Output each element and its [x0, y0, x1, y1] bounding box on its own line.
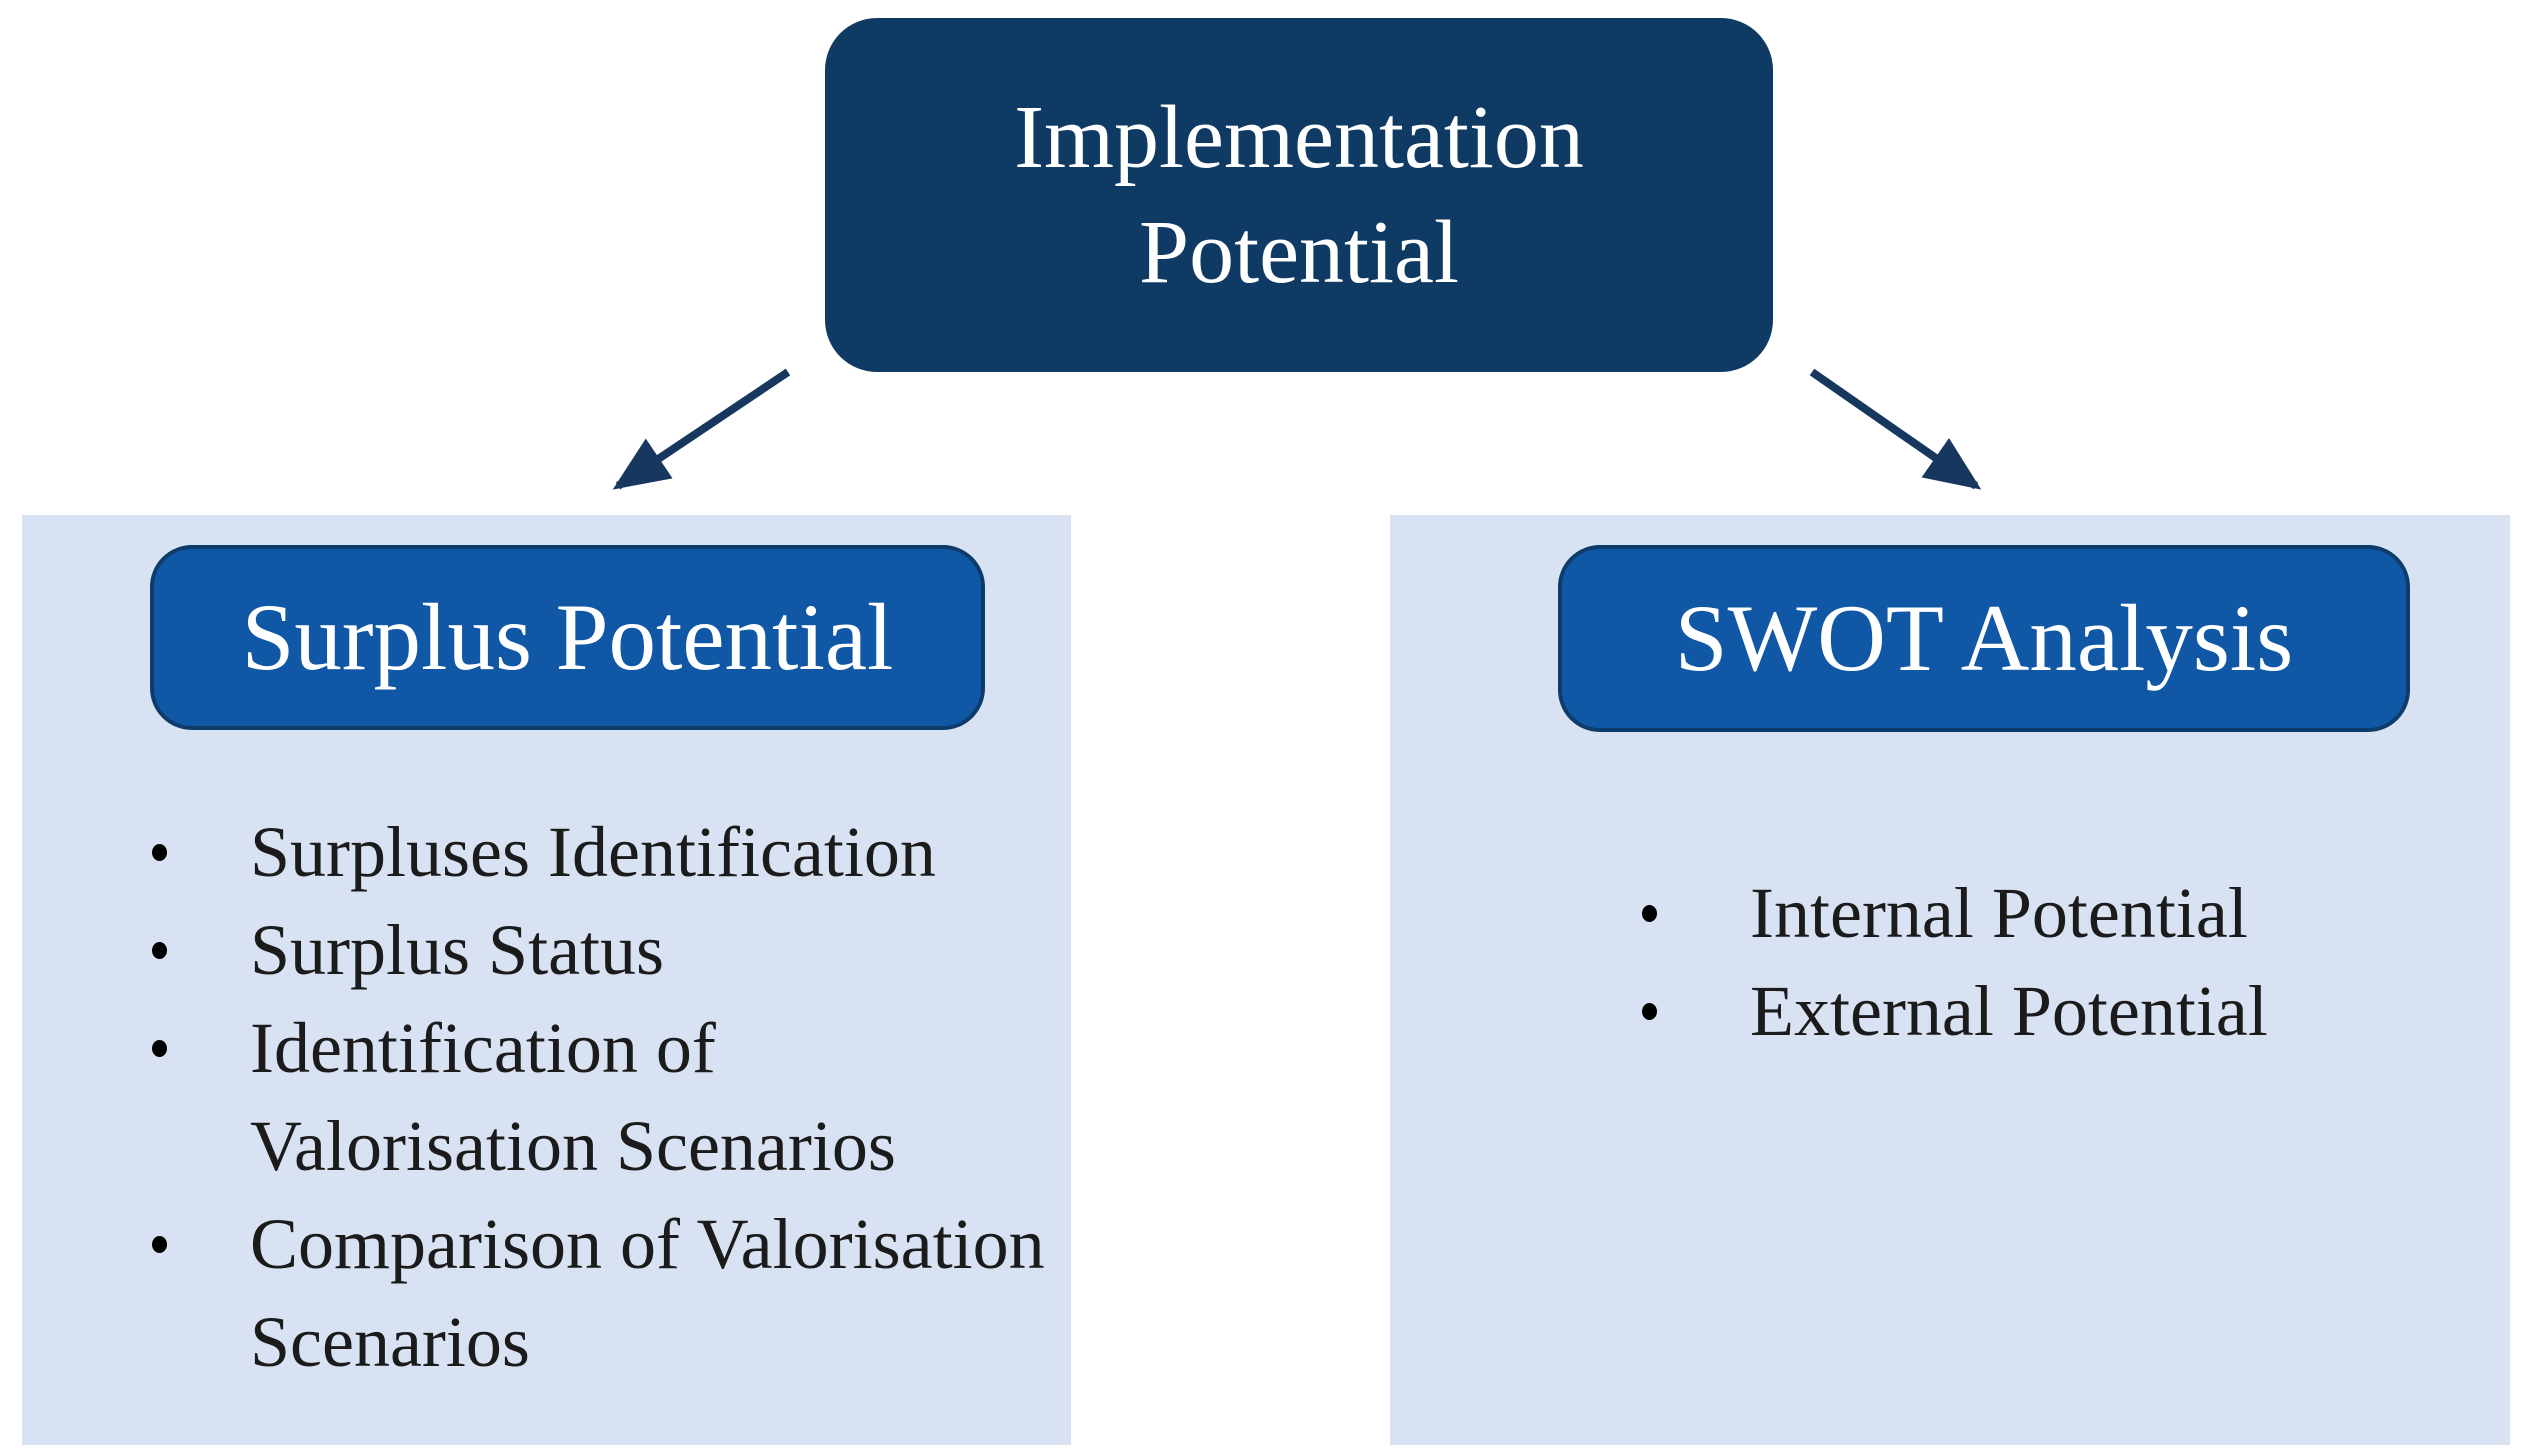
bullet-item: Surpluses Identification	[150, 803, 1050, 901]
root-node-label: Implementation Potential	[1014, 87, 1584, 302]
surplus-potential-panel: Surplus Potential Surpluses Identificati…	[22, 515, 1071, 1445]
bullet-item: Internal Potential	[1640, 864, 2450, 962]
bullet-item: Identification of Valorisation Scenarios	[150, 999, 1050, 1195]
root-node: Implementation Potential	[825, 18, 1773, 372]
arrow-to-swot-analysis	[1809, 368, 1982, 490]
swot-analysis-label: SWOT Analysis	[1674, 585, 2294, 691]
surplus-potential-node: Surplus Potential	[150, 545, 985, 730]
bullet-item: Comparison of Valorisation Scenarios	[150, 1195, 1050, 1391]
swot-analysis-node: SWOT Analysis	[1558, 545, 2410, 732]
arrow-to-surplus-potential	[612, 368, 791, 490]
surplus-potential-label: Surplus Potential	[241, 584, 894, 690]
bullet-item: External Potential	[1640, 962, 2450, 1060]
bullet-item: Surplus Status	[150, 901, 1050, 999]
